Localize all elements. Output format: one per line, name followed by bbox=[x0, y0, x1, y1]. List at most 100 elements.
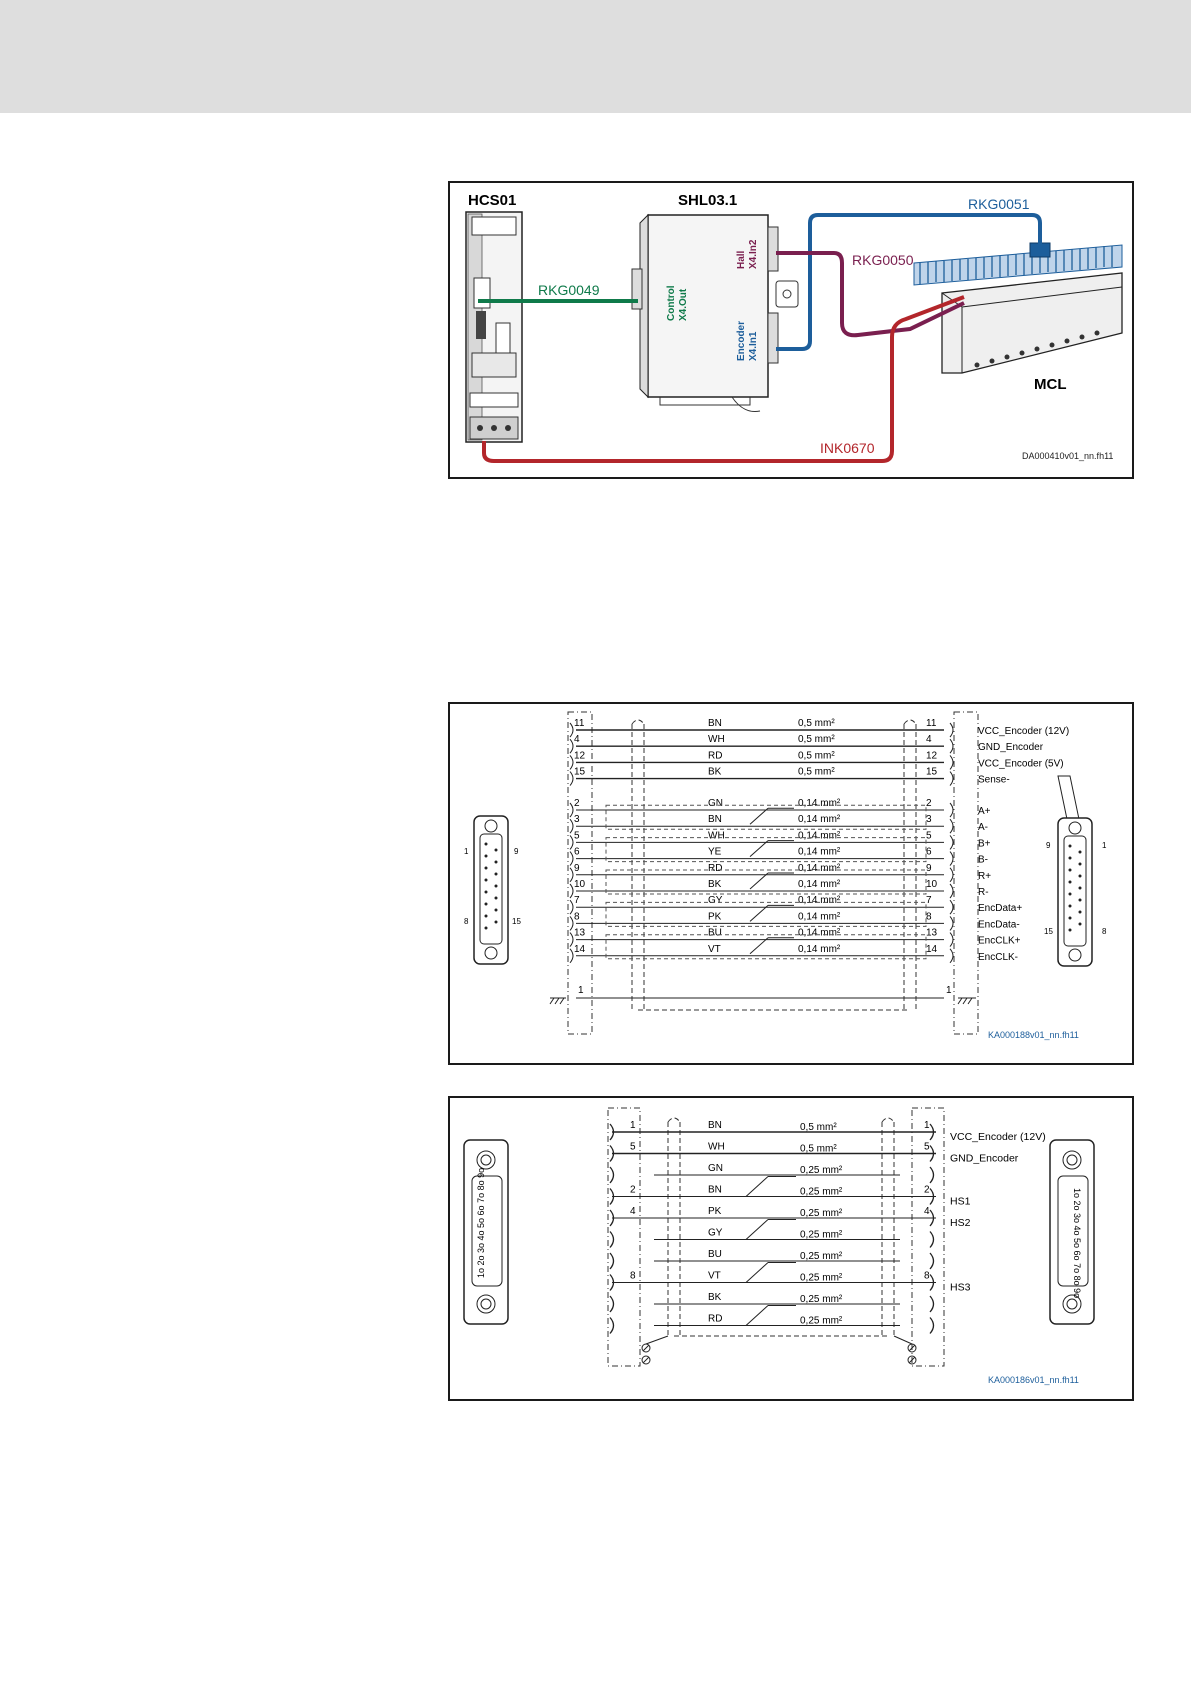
pin-contact-left bbox=[569, 771, 574, 786]
twisted-pair-mark bbox=[749, 840, 769, 857]
signal-name: A+ bbox=[978, 806, 991, 817]
pin-number-right: 13 bbox=[926, 928, 938, 939]
power-cable-label: INK0670 bbox=[820, 440, 875, 456]
pin-number-left: 12 bbox=[574, 750, 586, 761]
twisted-pair-mark bbox=[749, 937, 769, 955]
signal-name: EncData- bbox=[978, 919, 1020, 930]
pin-number-left: 3 bbox=[574, 814, 580, 825]
pair-shield bbox=[605, 901, 927, 927]
pin-number-left: 2 bbox=[630, 1185, 636, 1196]
hall-cable-diagram: 1o 2o 3o 4o 5o 6o 7o 8o 9o 1o 2o 3o 4o 5… bbox=[463, 1107, 1095, 1385]
pin-contact-right bbox=[949, 755, 954, 770]
wire-cross-section: 0,14 mm² bbox=[798, 830, 841, 841]
wire-cross-section: 0,5 mm² bbox=[798, 767, 835, 778]
power-cable bbox=[482, 295, 965, 463]
wire-color: VT bbox=[708, 944, 721, 955]
wire-color: BN bbox=[708, 1185, 722, 1196]
pin-contact-left bbox=[569, 932, 574, 947]
wire-color: PK bbox=[708, 1206, 722, 1217]
wire-color: BN bbox=[708, 718, 722, 729]
pin-number-right: 9 bbox=[926, 863, 932, 874]
hall-cable-housings bbox=[607, 1107, 945, 1367]
left-connector-pin-label: 9 bbox=[514, 847, 519, 856]
signal-name: GND_Encoder bbox=[978, 742, 1044, 753]
wire-cross-section: 0,25 mm² bbox=[800, 1294, 843, 1305]
twisted-pair-mark bbox=[749, 807, 769, 825]
pin-contact-left bbox=[569, 818, 574, 834]
right-dsub-connector bbox=[1057, 775, 1093, 967]
pin-number-left: 7 bbox=[574, 895, 580, 906]
signal-name: VCC_Encoder (12V) bbox=[950, 1131, 1046, 1143]
signal-name: Sense- bbox=[978, 775, 1010, 786]
pin-contact-right bbox=[949, 722, 954, 738]
pair-shield bbox=[605, 934, 927, 960]
pin-number-right: 2 bbox=[926, 798, 932, 809]
shield-pin-right: 1 bbox=[946, 985, 952, 996]
pin-number-right: 8 bbox=[926, 911, 932, 922]
wire-color: GN bbox=[708, 1163, 723, 1174]
wire-cross-section: 0,14 mm² bbox=[798, 895, 841, 906]
pair-shield bbox=[605, 869, 927, 895]
hall-cable-label: RKG0050 bbox=[852, 252, 914, 268]
wire-cross-section: 0,5 mm² bbox=[798, 750, 835, 761]
control-cable-label: RKG0049 bbox=[538, 282, 600, 298]
left-dsub9-connector bbox=[463, 1139, 509, 1325]
pin-number-right: 4 bbox=[926, 734, 932, 745]
wire-cross-section: 0,5 mm² bbox=[800, 1144, 837, 1155]
signal-name: R+ bbox=[978, 871, 991, 882]
pin-number-left: 14 bbox=[574, 944, 586, 955]
left-dsub-connector bbox=[473, 815, 509, 965]
pin-number-left: 5 bbox=[574, 830, 580, 841]
wire-color: BU bbox=[708, 928, 722, 939]
port-encoder-line1: Encoder bbox=[736, 321, 747, 361]
pin-contact-right bbox=[949, 771, 954, 786]
wire-color: WH bbox=[708, 830, 725, 841]
pin-contact-right bbox=[949, 802, 954, 818]
twisted-pair-mark bbox=[745, 1219, 769, 1240]
left-connector-pin-label: 1 bbox=[464, 847, 469, 856]
pin-number-left: 13 bbox=[574, 928, 586, 939]
system-overview-figure: HCS01 SHL03.1 Control X4.Out Hall X4.In2… bbox=[448, 181, 1134, 479]
pin-contact-left bbox=[569, 916, 574, 931]
wire-color: YE bbox=[708, 847, 722, 858]
wire-cross-section: 0,5 mm² bbox=[800, 1122, 837, 1133]
wire-color: BU bbox=[708, 1249, 722, 1260]
wire-cross-section: 0,5 mm² bbox=[798, 734, 835, 745]
wire-cross-section: 0,25 mm² bbox=[800, 1230, 843, 1241]
pin-number-left: 4 bbox=[574, 734, 580, 745]
hall-cable bbox=[776, 251, 965, 338]
mcl-linear-motor bbox=[913, 242, 1123, 374]
pin-contact-right bbox=[949, 835, 954, 850]
signal-name: GND_Encoder bbox=[950, 1153, 1019, 1165]
pin-number-left: 11 bbox=[574, 718, 585, 729]
signal-name: EncCLK+ bbox=[978, 936, 1021, 947]
wire-cross-section: 0,5 mm² bbox=[798, 718, 835, 729]
pin-number-right: 11 bbox=[926, 718, 937, 729]
right-connector-pin-label: 9 bbox=[1046, 841, 1051, 850]
pin-contact-right bbox=[949, 948, 954, 964]
pin-contact-right bbox=[929, 1317, 935, 1334]
twisted-pair-mark bbox=[749, 872, 769, 890]
pin-contact-right bbox=[949, 851, 954, 866]
pin-contact-left bbox=[609, 1166, 615, 1184]
pin-number-left: 15 bbox=[574, 767, 586, 778]
wire-color: WH bbox=[708, 1142, 725, 1153]
wire-color: GY bbox=[708, 895, 723, 906]
pin-contact-left bbox=[609, 1252, 615, 1270]
wire-cross-section: 0,14 mm² bbox=[798, 944, 841, 955]
port-hall-line1: Hall bbox=[736, 250, 747, 269]
wire-cross-section: 0,14 mm² bbox=[798, 814, 841, 825]
pin-contact-right bbox=[929, 1166, 935, 1184]
pin-contact-right bbox=[929, 1295, 935, 1313]
wire-color: BN bbox=[708, 814, 722, 825]
encoder-cable-housings bbox=[567, 711, 979, 1035]
hall-cable-figure: 1o 2o 3o 4o 5o 6o 7o 8o 9o 1o 2o 3o 4o 5… bbox=[448, 1096, 1134, 1401]
signal-name: VCC_Encoder (5V) bbox=[978, 758, 1064, 769]
pin-contact-left bbox=[609, 1317, 615, 1334]
left-connector-pin-label: 15 bbox=[512, 917, 521, 926]
left-connector-pins: 1o 2o 3o 4o 5o 6o 7o 8o 9o bbox=[476, 1168, 486, 1278]
pin-contact-right bbox=[949, 818, 954, 834]
hall-cable-shield bbox=[667, 1117, 895, 1337]
